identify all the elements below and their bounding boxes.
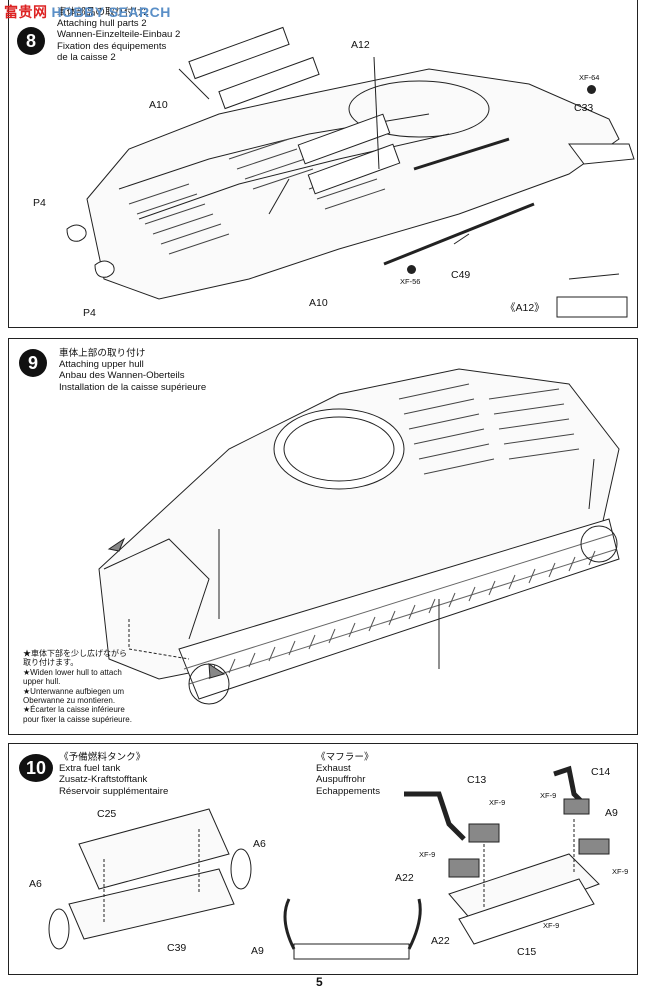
part-label: A9 (605, 807, 618, 819)
part-label: C15 (517, 946, 537, 958)
part-label: A10 (149, 99, 168, 111)
step-10-parts-drawing (48, 765, 610, 960)
step-9-panel: 9 車体上部の取り付け Attaching upper hull Anbau d… (8, 338, 638, 735)
part-label: C13 (467, 774, 487, 786)
part-label: A22 (431, 935, 450, 947)
step-9-hull-drawing (98, 368, 620, 705)
part-label: C14 (591, 766, 611, 778)
page-number: 5 (316, 975, 323, 989)
step-title: 車体上部の取り付け Attaching upper hull Anbau des… (59, 348, 207, 393)
part-label: P4 (83, 307, 96, 319)
step-title: 車体部品の取り付け2 Attaching hull parts 2 Wannen… (57, 7, 181, 63)
part-label: C39 (167, 942, 187, 954)
exhaust-title: 《マフラー》 Exhaust Auspuffrohr Echappements (316, 752, 380, 797)
part-label: A6 (253, 838, 266, 850)
part-label: P4 (33, 197, 46, 209)
part-label: A12 (351, 39, 370, 51)
part-label: C33 (574, 102, 594, 114)
paint-code: XF-9 (540, 791, 557, 800)
paint-code: XF-9 (612, 867, 629, 876)
step-8-panel: 8 車体部品の取り付け2 Attaching hull parts 2 Wann… (8, 0, 638, 328)
part-label: C49 (451, 269, 471, 281)
paint-code: XF-56 (400, 277, 421, 286)
part-label: A10 (309, 297, 328, 309)
step-8-hull-drawing (66, 26, 635, 318)
paint-code: XF-64 (579, 73, 600, 82)
paint-code: XF-9 (489, 798, 506, 807)
step-number: 9 (19, 349, 47, 377)
step-number: 8 (17, 27, 45, 55)
detail-label: 《A12》 (505, 302, 545, 314)
paint-code: XF-9 (543, 921, 560, 930)
paint-icon (587, 85, 596, 94)
part-label: A9 (251, 945, 264, 957)
part-label: A22 (395, 872, 414, 884)
fuel-tank-title: 《予備燃料タンク》 Extra fuel tank Zusatz-Kraftst… (59, 752, 169, 797)
part-label: C25 (97, 808, 117, 820)
step-10-panel: 10 《予備燃料タンク》 Extra fuel tank Zusatz-Kraf… (8, 743, 638, 975)
part-label: A6 (29, 878, 42, 890)
step-number: 10 (19, 754, 53, 782)
paint-code: XF-9 (419, 850, 436, 859)
paint-icon (407, 265, 416, 274)
assembly-note: ★車体下部を少し広げながら 取り付けます。 ★Widen lower hull … (23, 649, 132, 724)
